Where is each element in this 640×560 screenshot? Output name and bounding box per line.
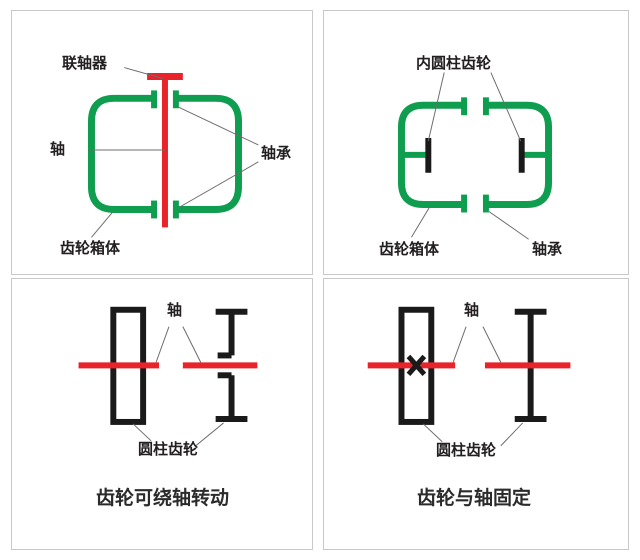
label-housing: 齿轮箱体 (379, 240, 440, 258)
panel-internal-cylindrical-gear: 内圆柱齿轮 齿轮箱体 轴承 (323, 10, 629, 275)
leader-lines (132, 326, 224, 447)
label-shaft: 轴 (464, 301, 480, 319)
caption-gear-rotates-on-shaft: 齿轮可绕轴转动 (96, 487, 230, 509)
panel-gear-fixed-to-shaft: 轴 圆柱齿轮 齿轮与轴固定 (323, 278, 629, 550)
label-housing: 齿轮箱体 (60, 239, 121, 257)
leader-lines (423, 326, 524, 447)
leader-lines (410, 72, 529, 240)
fixed-connection-x-icon (406, 354, 427, 376)
panel-gearbox-shaft-coupling: 联轴器 轴 轴承 齿轮箱体 (11, 10, 313, 275)
leader-lines (89, 67, 259, 238)
internal-gear-body-icon (425, 138, 525, 173)
label-cylindrical-gear: 圆柱齿轮 (436, 441, 497, 459)
cylindrical-gear-ibeam-lower-icon (215, 372, 248, 422)
label-shaft: 轴 (50, 140, 66, 158)
label-cylindrical-gear: 圆柱齿轮 (138, 440, 199, 458)
bearing-symbol-icon (151, 90, 179, 219)
label-shaft: 轴 (167, 301, 183, 319)
bearing-symbol-icon (461, 97, 489, 213)
cylindrical-gear-ibeam-upper-icon (215, 308, 248, 359)
label-bearing: 轴承 (261, 144, 292, 162)
label-coupling: 联轴器 (62, 54, 108, 72)
caption-gear-fixed-to-shaft: 齿轮与轴固定 (417, 487, 532, 509)
gearbox-housing-icon (87, 94, 242, 213)
panel-gear-rotates-on-shaft: 轴 圆柱齿轮 齿轮可绕轴转动 (11, 278, 313, 550)
bottom-left-drawing (12, 279, 312, 549)
top-left-drawing (12, 11, 312, 274)
top-right-drawing (324, 11, 628, 274)
label-internal-gear: 内圆柱齿轮 (416, 54, 492, 72)
label-bearing: 轴承 (532, 240, 563, 258)
bottom-right-drawing (324, 279, 628, 549)
